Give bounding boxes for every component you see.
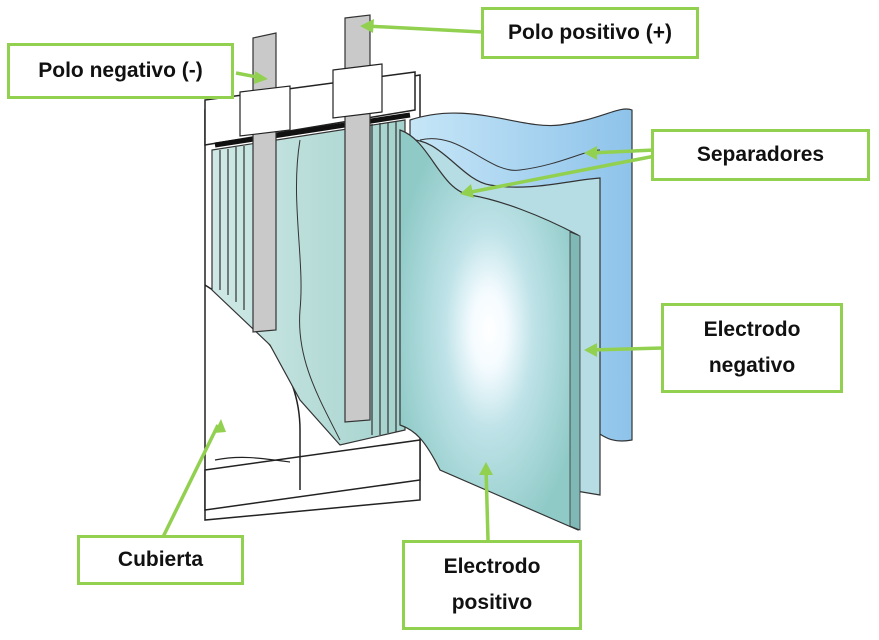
label-separators-text: Separadores: [696, 143, 825, 166]
label-positive-electrode-line2: positivo: [451, 591, 533, 614]
label-casing-text: Cubierta: [117, 548, 204, 571]
label-positive-pole-text: Polo positivo (+): [508, 21, 672, 44]
positive-electrode-sheet: [399, 129, 581, 531]
pole-collars: [239, 63, 383, 137]
label-negative-pole-text: Polo negativo (-): [38, 59, 203, 82]
label-positive-electrode: Electrodo positivo: [402, 540, 582, 630]
leader-arrowheads: [214, 19, 597, 475]
label-negative-pole: Polo negativo (-): [7, 43, 234, 99]
label-negative-electrode-line1: Electrodo: [703, 318, 801, 341]
positive-pole-tab: [344, 14, 371, 423]
label-negative-electrode: Electrodo negativo: [661, 303, 843, 393]
label-positive-pole: Polo positivo (+): [481, 7, 699, 59]
label-separators: Separadores: [651, 129, 870, 181]
label-positive-electrode-line1: Electrodo: [443, 555, 541, 578]
label-casing: Cubierta: [77, 535, 244, 585]
label-negative-electrode-line2: negativo: [708, 354, 796, 377]
leader-lines: [161, 24, 664, 541]
